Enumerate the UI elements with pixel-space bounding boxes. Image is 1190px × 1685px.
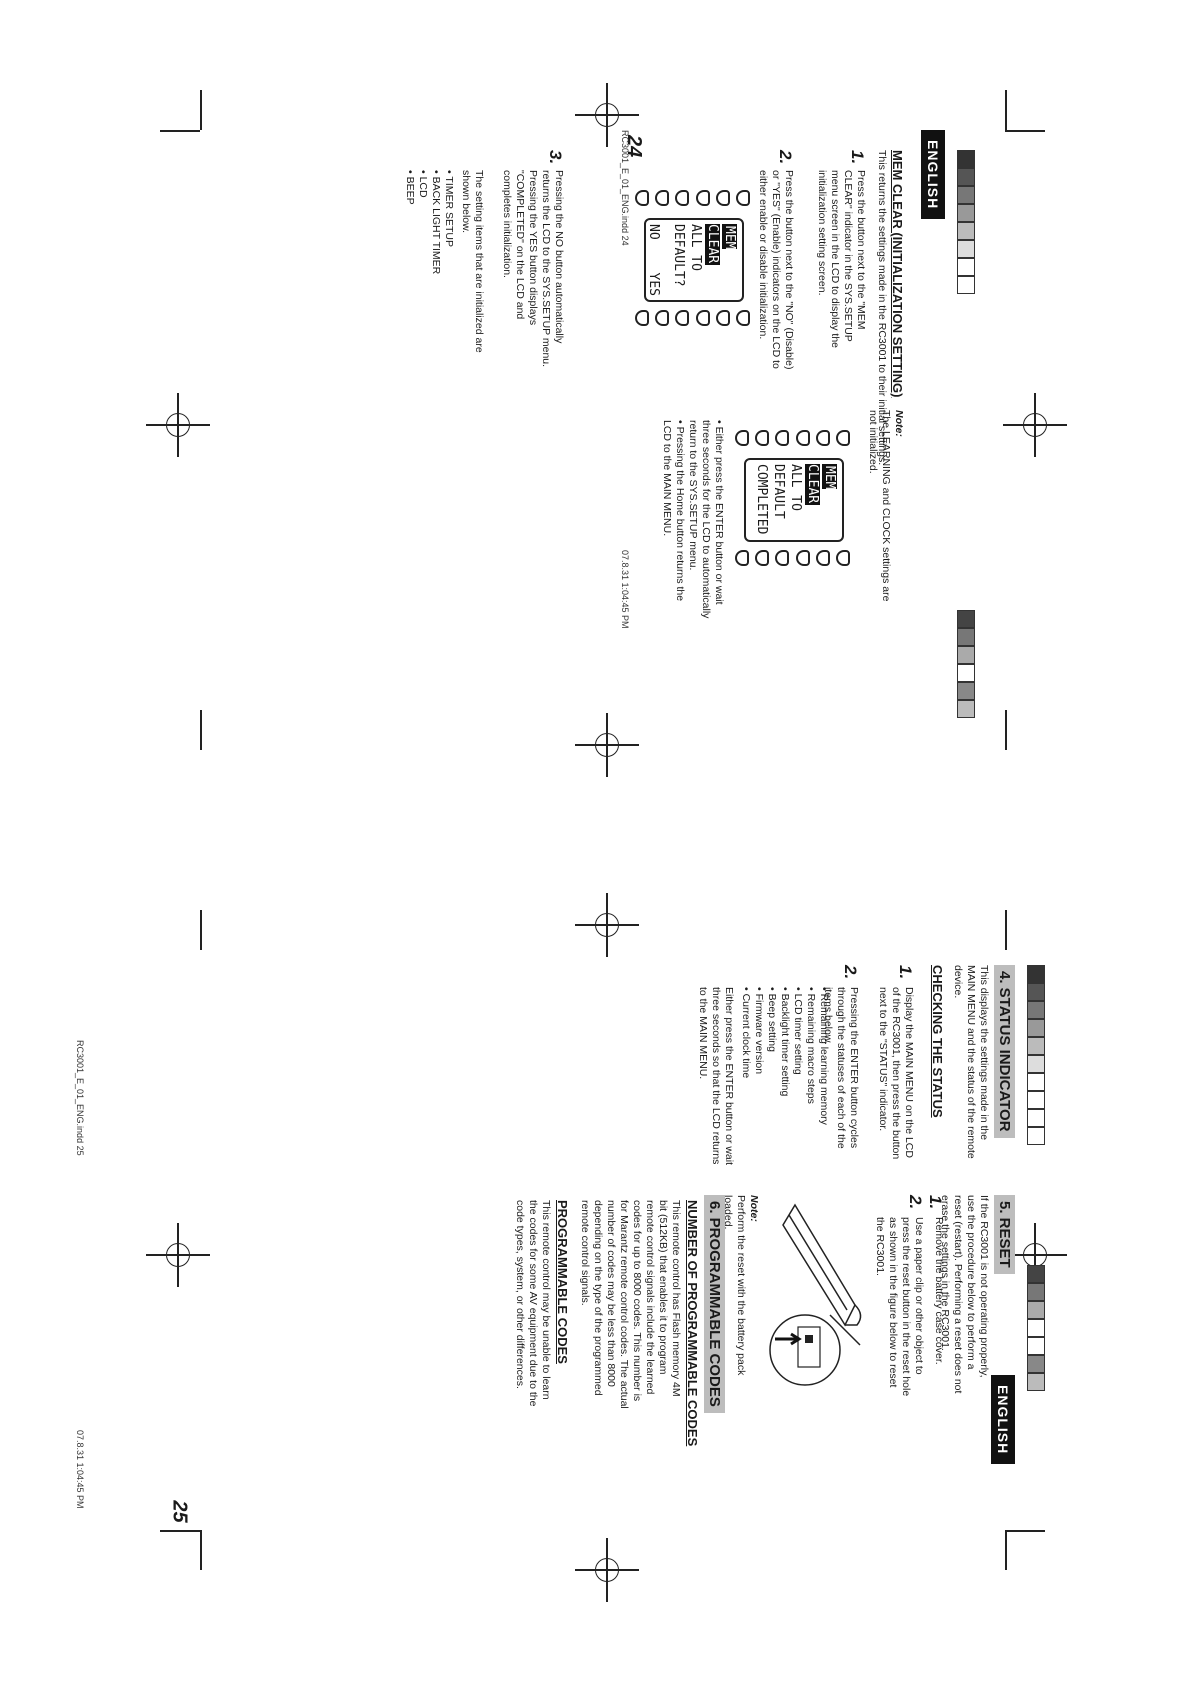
page-25-section-6: NUMBER OF PROGRAMMABLE CODES This remote… (420, 1200, 700, 1630)
step-number: 1. (896, 965, 915, 980)
crop-line (1005, 130, 1045, 132)
section-intro: This displays the settings made in the M… (952, 965, 990, 1159)
list-item: Firmware version (752, 987, 765, 1125)
section-title: 6. PROGRAMMABLE CODES (704, 1195, 725, 1413)
crop-line (200, 90, 202, 130)
registration-mark-center (575, 893, 639, 957)
language-tab: ENGLISH (921, 130, 945, 220)
list-item: BACK LIGHT TIMER (429, 170, 442, 275)
list-item: Backlight timer setting (778, 987, 791, 1125)
list-item: Current clock time (739, 987, 752, 1125)
list-item: LCD (416, 170, 429, 274)
paragraph: This remote control may be unable to lea… (514, 1200, 552, 1407)
status-outro: Either press the ENTER button or wait th… (697, 987, 735, 1165)
crop-line (1005, 90, 1007, 130)
crop-line (1005, 910, 1007, 950)
color-calibration-bar (957, 610, 975, 718)
footer-date: 07.8.31 1:04:45 PM (75, 1430, 85, 1509)
section-intro: If the RC3001 is not operating properly,… (939, 1195, 990, 1394)
footer-filename: RC3001_E_01_ENG.indd 25 (75, 1040, 85, 1156)
subheading: CHECKING THE STATUS (930, 965, 945, 1118)
paragraph: This remote control has Flash memory 4M … (579, 1200, 682, 1409)
subheading: NUMBER OF PROGRAMMABLE CODES (685, 1200, 700, 1447)
crop-line (160, 1530, 200, 1532)
remote-body (782, 1203, 862, 1327)
crop-line (1005, 710, 1007, 750)
list-item: Remaining macro steps (804, 987, 817, 1125)
list-item: LCD timer setting (791, 987, 804, 1125)
subheading: PROGRAMMABLE CODES (555, 1200, 570, 1364)
color-calibration-bar (1027, 965, 1045, 1145)
registration-mark-upper-left (146, 393, 210, 457)
registration-mark-bottom (575, 1538, 639, 1602)
list-item: Either press the ENTER button or wait th… (686, 420, 725, 620)
list-item: BEEP (403, 170, 416, 274)
step-text: Pressing the NO button automatically ret… (501, 170, 565, 368)
page-24: ENGLISH MEM CLEAR (INITIALIZATION SETTIN… (404, 130, 975, 850)
crop-line (1005, 1530, 1045, 1532)
step-text: Press the button next to the "NO" (Disab… (757, 170, 795, 370)
note-text: The LEARNING and CLOCK settings are not … (867, 410, 892, 602)
magnified-reset-hole (769, 1314, 841, 1386)
list-item: TIMER SETUP (442, 170, 455, 274)
registration-mark-lower-left (146, 1223, 210, 1287)
step-number: 2. (841, 965, 860, 980)
crop-line (200, 910, 202, 950)
lcd-illustration-completed: MEM CLEAR ALL TO DEFAULT COMPLETED (735, 430, 850, 570)
page-25: ENGLISH 4. STATUS INDICATOR This display… (695, 965, 1045, 1685)
step-text: Remove the battery case cover. (933, 1217, 945, 1365)
crop-line (1005, 1530, 1007, 1570)
registration-mark-upper-right (1003, 393, 1067, 457)
registration-mark-middle (575, 713, 639, 777)
color-calibration-bar (1027, 1265, 1045, 1391)
page-number: 25 (168, 1500, 191, 1523)
section-title: 5. RESET (994, 1195, 1015, 1274)
footer-date: 07.8.31 1:04:45 PM (620, 550, 630, 629)
step-text: Display the MAIN MENU on the LCD of the … (877, 987, 915, 1160)
crop-line (160, 130, 200, 132)
status-items-list: Remaining learning memory Remaining macr… (739, 987, 830, 1125)
step-text: Use a paper clip or other object to pres… (874, 1217, 925, 1397)
step-number: 2. (776, 150, 795, 165)
initialized-items-list: TIMER SETUP BACK LIGHT TIMER LCD BEEP (403, 170, 455, 274)
arrow-up-icon (775, 1332, 802, 1346)
section-title: 4. STATUS INDICATOR (994, 965, 1015, 1138)
list-item: Pressing the Home button returns the LCD… (660, 420, 686, 620)
step-text: Press the button next to the "MEM CLEAR"… (816, 170, 867, 349)
crop-line (200, 1530, 202, 1570)
note-label: Note: (893, 410, 905, 437)
reset-illustration (769, 1203, 862, 1386)
footer-filename: RC3001_E_01_ENG.indd 24 (620, 130, 630, 246)
list-item: Beep setting (765, 987, 778, 1125)
registration-mark-top (575, 83, 639, 147)
after-completion-list: Either press the ENTER button or wait th… (660, 420, 725, 620)
step-number: 2. (906, 1195, 925, 1210)
note-label: Note: (748, 1195, 760, 1222)
items-intro: The setting items that are initialized a… (460, 170, 485, 353)
step-number: 1. (926, 1195, 945, 1210)
color-calibration-bar (957, 150, 975, 294)
paper-clip (829, 1314, 861, 1346)
list-item: Remaining learning memory (817, 987, 830, 1125)
step-number: 1. (848, 150, 867, 165)
crop-line (200, 710, 202, 750)
reset-button-icon (805, 1335, 813, 1343)
step-number: 3. (546, 150, 565, 165)
